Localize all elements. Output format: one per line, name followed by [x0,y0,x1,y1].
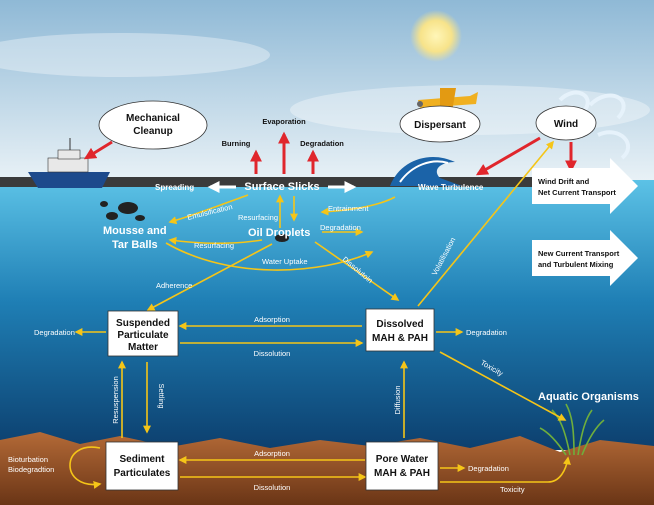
label-water-uptake: Water Uptake [262,257,308,266]
bubble-text: Dispersant [414,120,466,131]
label-degradation-droplets: Degradation [320,223,361,232]
porewater-box: Pore Water MAH & PAH [365,441,439,491]
label-resuspension: Resuspension [111,376,120,424]
label-adsorption-bottom: Adsorption [254,449,290,458]
current-arrow [532,230,638,286]
label-drift: Net Current Transport [538,188,616,197]
label-degradation-surface: Degradation [300,139,344,148]
label-bioturbation: Biodegradtion [8,465,54,474]
box-text: MAH & PAH [372,333,428,344]
yellow-arrows [69,140,571,489]
label-settling: Settling [157,383,166,408]
label-evaporation: Evaporation [262,117,306,126]
label-resurfacing: Resurfacing [238,213,278,222]
label-degradation-right: Degradation [466,328,507,337]
boat-icon [28,138,110,188]
label-burning: Burning [222,139,251,148]
label-toxicity-bottom: Toxicity [500,485,525,494]
label-mousse: Mousse and [103,225,167,237]
mechanical-cleanup-bubble: Mechanical Cleanup [98,100,208,150]
label-adsorption: Adsorption [254,315,290,324]
wind-bubble: Wind [535,105,597,141]
oil-slick-band [0,177,560,187]
wave-crest [399,160,449,183]
spm-box: Suspended Particulate Matter [107,310,179,357]
cloud [0,33,270,77]
sediment-box: Sediment Particulates [105,441,179,491]
box-text: Matter [128,342,158,353]
label-entrainment: Entrainment [328,204,369,213]
label-oil-droplets: Oil Droplets [248,227,310,239]
box-text: Sediment [119,454,165,465]
wave-icon [390,156,462,186]
box-text: Pore Water [376,454,429,465]
sky [0,0,654,180]
label-dissolution: Dissolution [254,349,291,358]
wind-swirl-icon [558,90,630,160]
label-current: New Current Transport [538,249,620,258]
label-degradation-bottom: Degradation [468,464,509,473]
label-diffusion: Diffusion [393,385,402,414]
dissolved-box: Dissolved MAH & PAH [365,308,435,352]
drift-arrow [532,158,638,214]
label-aquatic-organisms: Aquatic Organisms [538,391,639,403]
red-arrows [83,131,577,176]
sun [410,10,462,62]
label-resurfacing: Resurfacing [194,241,234,250]
tar-balls [100,201,145,221]
label-wave-turbulence: Wave Turbulence [418,183,484,192]
bubble-text: Wind [554,119,578,130]
label-surface-slicks: Surface Slicks [244,181,319,193]
oil-droplets-blob [275,234,289,242]
label-spreading: Spreading [155,183,194,192]
label-drift: Wind Drift and [538,177,590,186]
bubble-text: Mechanical [126,113,180,124]
box-text: MAH & PAH [374,468,430,479]
seagrass-icon [539,403,605,456]
box-text: Dissolved [376,319,423,330]
bubble-text: Cleanup [133,126,172,137]
box-text: Particulate [117,330,169,341]
dispersant-bubble: Dispersant [399,105,481,143]
label-current: and Turbulent Mixing [538,260,614,269]
box-text: Suspended [116,318,170,329]
label-mousse: Tar Balls [112,239,158,251]
label-adherence: Adherence [156,281,192,290]
label-degradation-left: Degradation [34,328,75,337]
box-text: Particulates [114,468,171,479]
label-bioturbation: Bioturbation [8,455,48,464]
sea [0,180,654,450]
label-dissolution-bottom: Dissolution [254,483,291,492]
